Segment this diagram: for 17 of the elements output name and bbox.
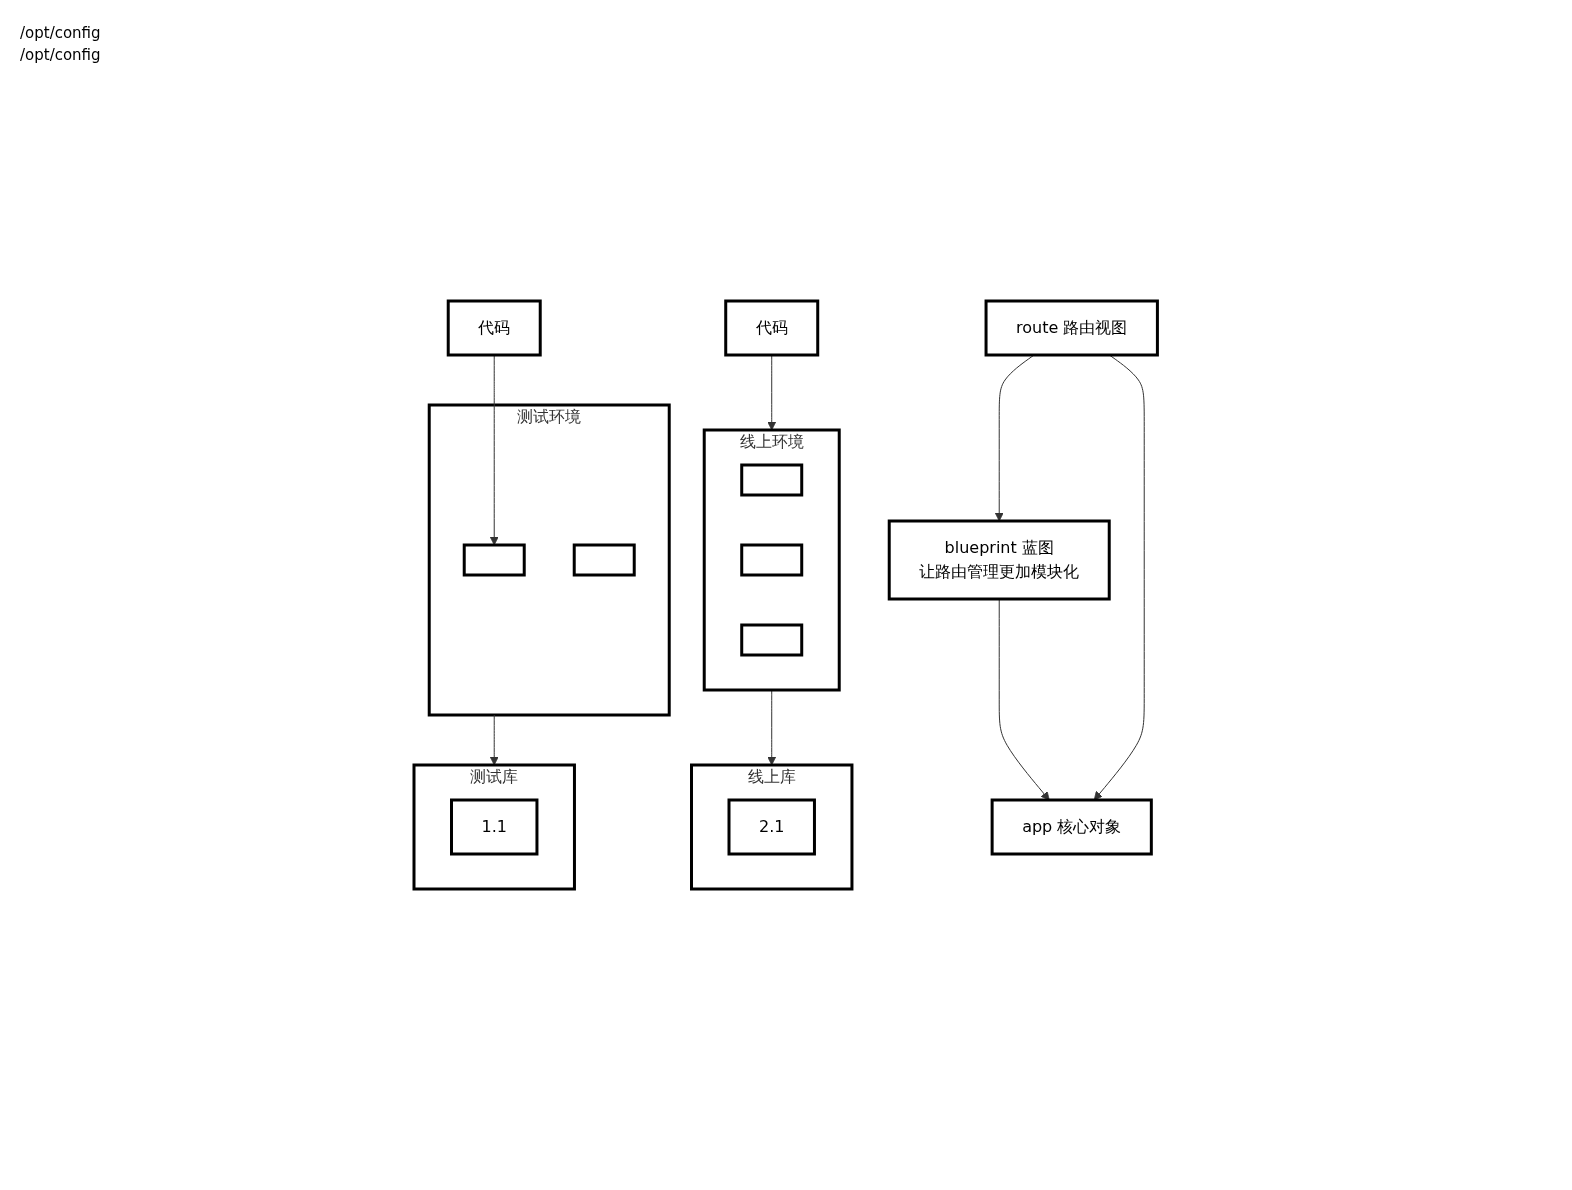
node-box: route 路由视图 — [984, 299, 1160, 357]
path-label: /opt/config — [20, 46, 101, 64]
node-box: app 核心对象 — [990, 798, 1154, 856]
path-label: /opt/config — [20, 24, 101, 42]
cluster: 线上环境 — [703, 428, 841, 692]
node-box — [740, 623, 804, 657]
node-box — [573, 543, 636, 577]
node-box — [740, 543, 804, 577]
cluster: 测试环境 — [428, 403, 671, 717]
node-box: blueprint 蓝图 让路由管理更加模块化 — [888, 519, 1111, 601]
node-box — [463, 543, 526, 577]
node-box: 代码 — [724, 299, 820, 357]
node-box: 代码 — [447, 299, 542, 357]
node-box: 1.1 — [450, 798, 539, 856]
arrow — [490, 714, 499, 766]
node-box: 2.1 — [727, 798, 817, 856]
node-box — [740, 463, 804, 497]
